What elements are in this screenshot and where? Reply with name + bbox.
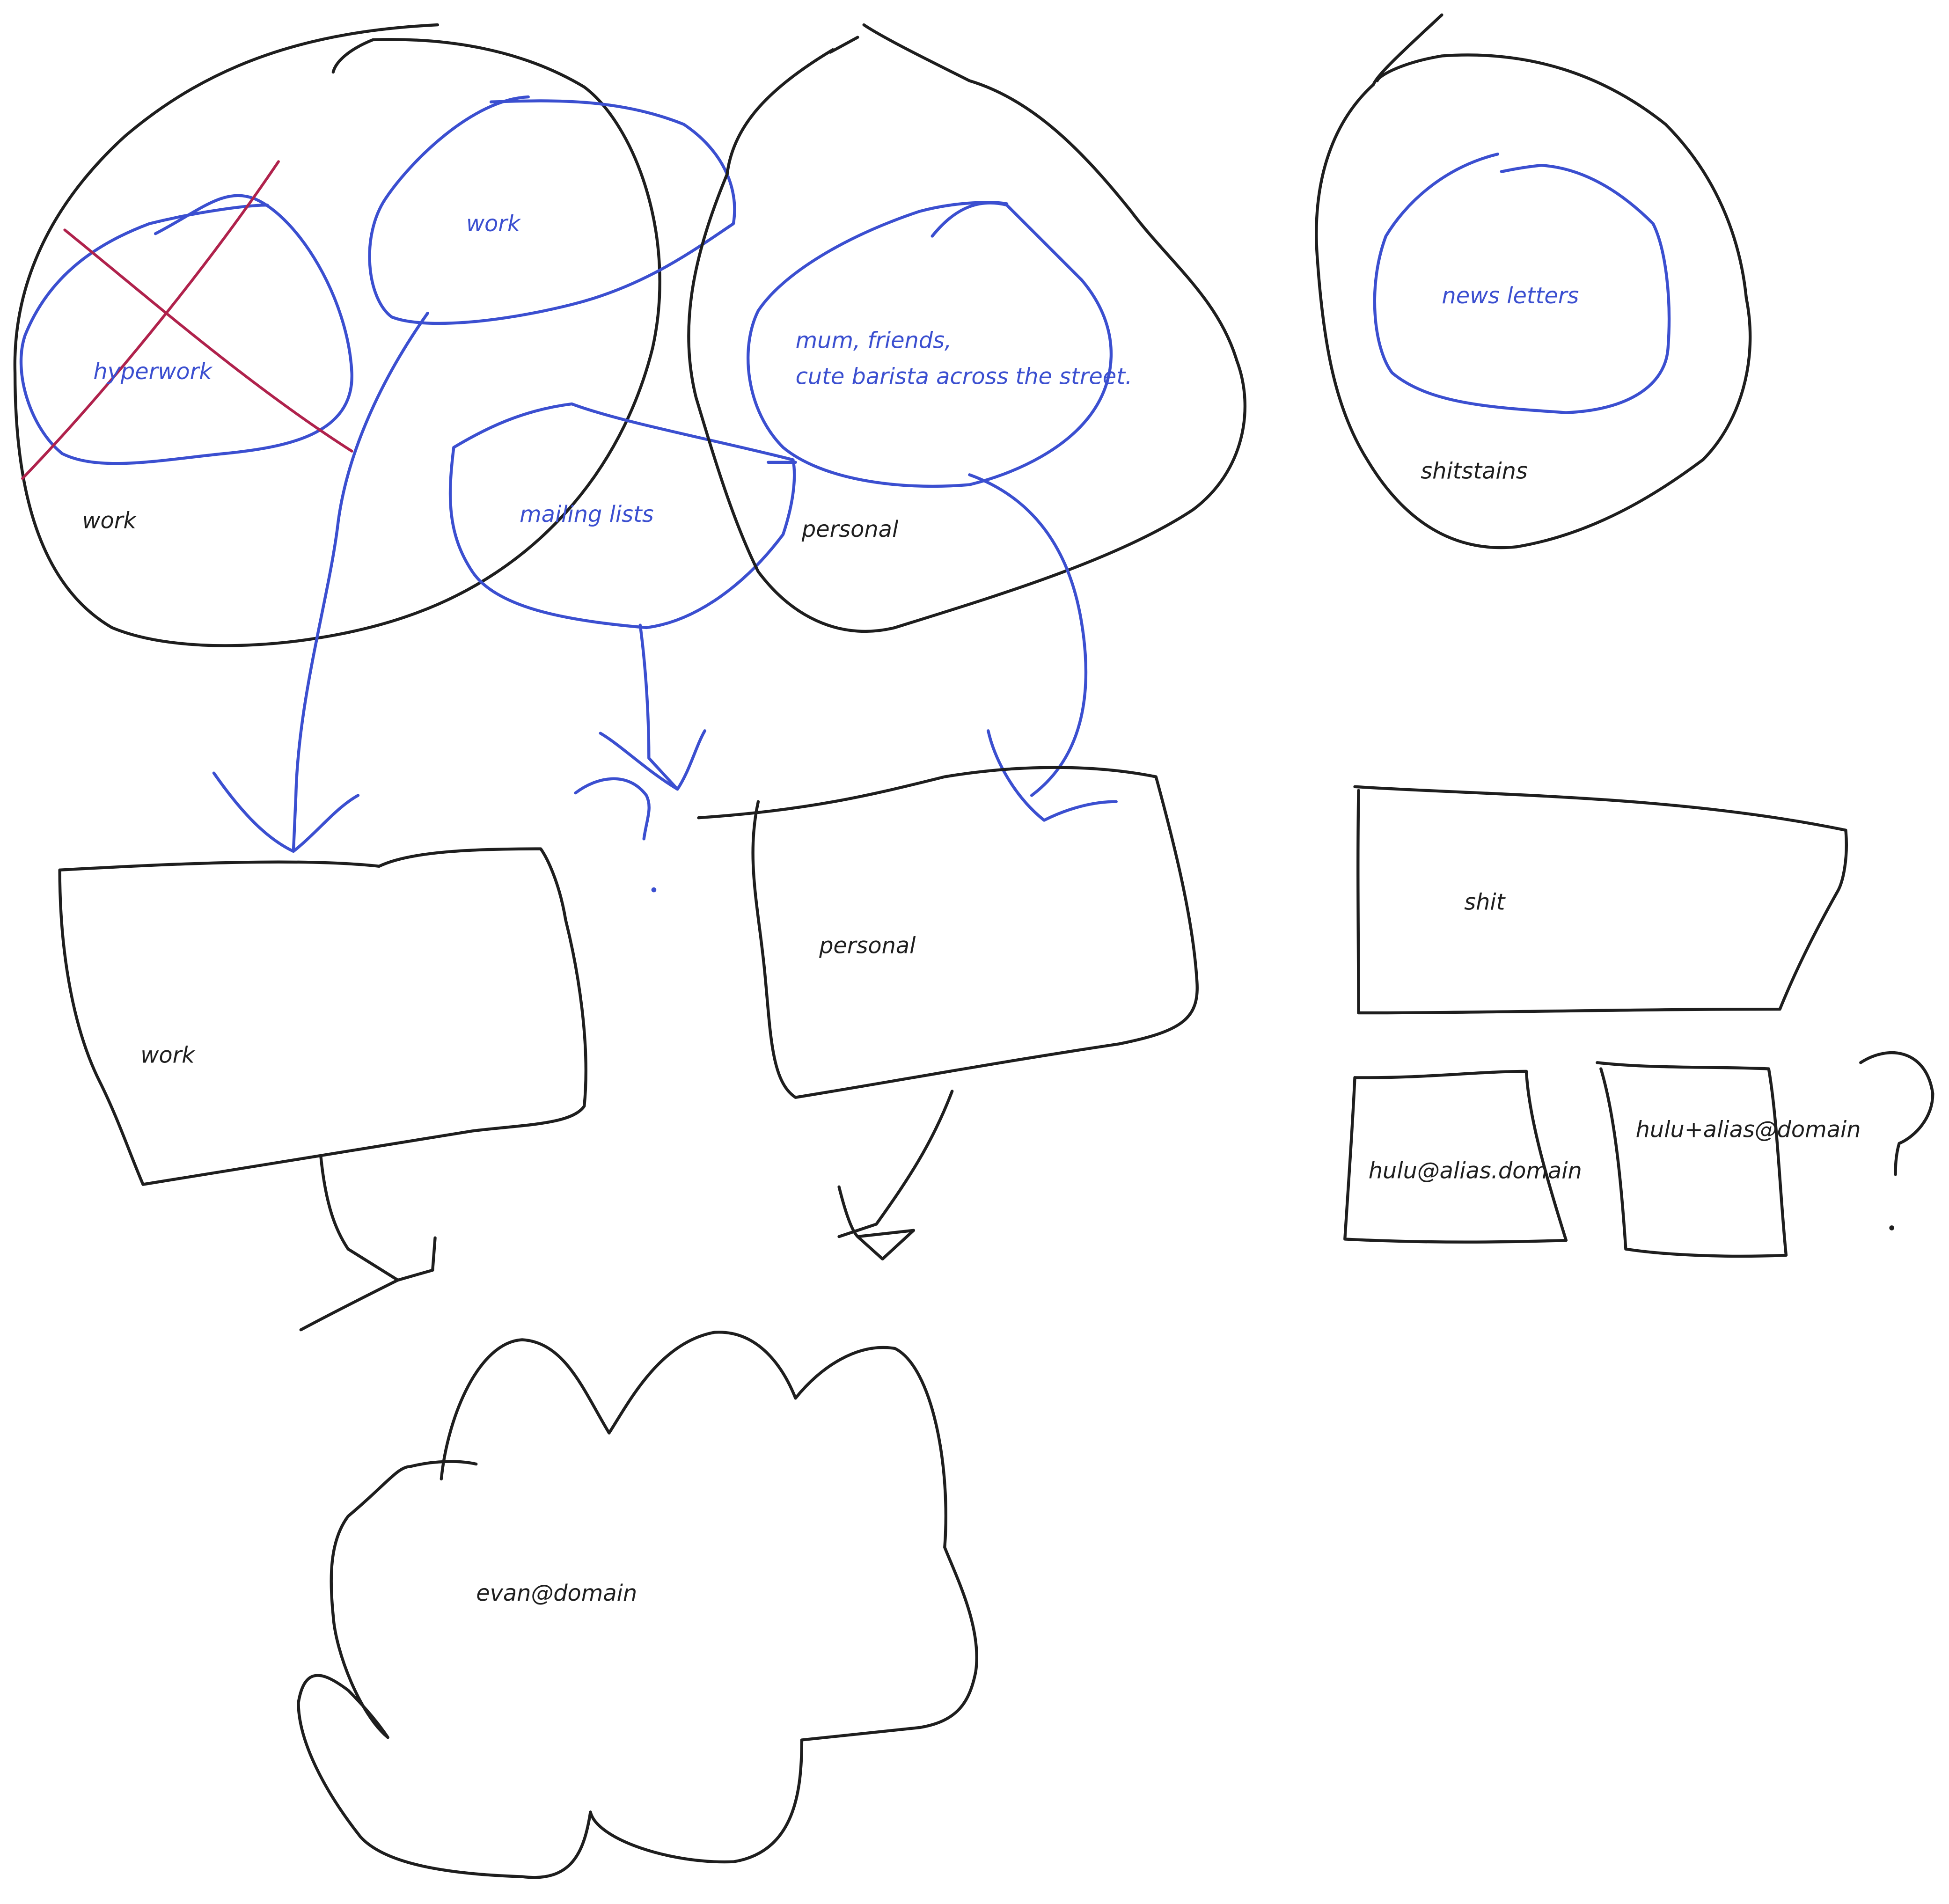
arrow-mailing-lists [574,623,706,841]
hyperwork-label: hyperwork [93,359,213,385]
hulu-plus-alias-label: hulu+alias@domain [1636,1117,1861,1143]
work-box [58,847,587,1186]
hulu-alias-domain-box [1343,1069,1568,1244]
work-circle [13,23,661,647]
cross-out-line [63,228,353,453]
personal-circle-label: personal [801,517,899,542]
work-box-label: work [140,1042,196,1068]
shitstains-label: shitstains [1421,458,1528,484]
shit-box [1353,785,1848,1015]
shitstains-circle [1315,13,1752,549]
cross-out-line [21,160,280,480]
personal-blue-label-line1: mum, friends, [796,328,952,353]
work-circle-label: work [82,508,137,534]
personal-box [697,766,1199,1099]
mailing-lists-label: mailing lists [520,502,654,527]
evan-domain-cloud [297,1331,978,1879]
news-letters-circle[interactable] [1373,153,1671,414]
hulu-plus-alias-box [1596,1061,1788,1258]
hulu-alias-domain-label: hulu@alias.domain [1369,1158,1582,1184]
personal-box-label: personal [819,933,916,959]
mailing-lists-circle[interactable] [448,402,797,630]
evan-domain-label: evan@domain [476,1581,637,1606]
work-blue-label: work [466,211,521,237]
personal-blue-circle[interactable] [747,201,1113,488]
arrow-personal-box-to-evan [837,1090,954,1261]
personal-circle [687,23,1247,633]
hyperwork-circle[interactable] [19,194,353,465]
work-blue-circle[interactable] [368,95,736,325]
personal-blue-label-line2: cute barista across the street. [796,364,1133,390]
news-letters-label: news letters [1442,283,1579,309]
arrow-work-to-box [212,311,429,853]
arrow-personal-to-box [968,473,1118,822]
shit-box-label: shit [1464,890,1506,915]
arrow-work-box-to-evan [299,1154,437,1332]
question-mark [1859,1051,1934,1176]
dot [651,887,657,893]
dot [1889,1225,1894,1230]
